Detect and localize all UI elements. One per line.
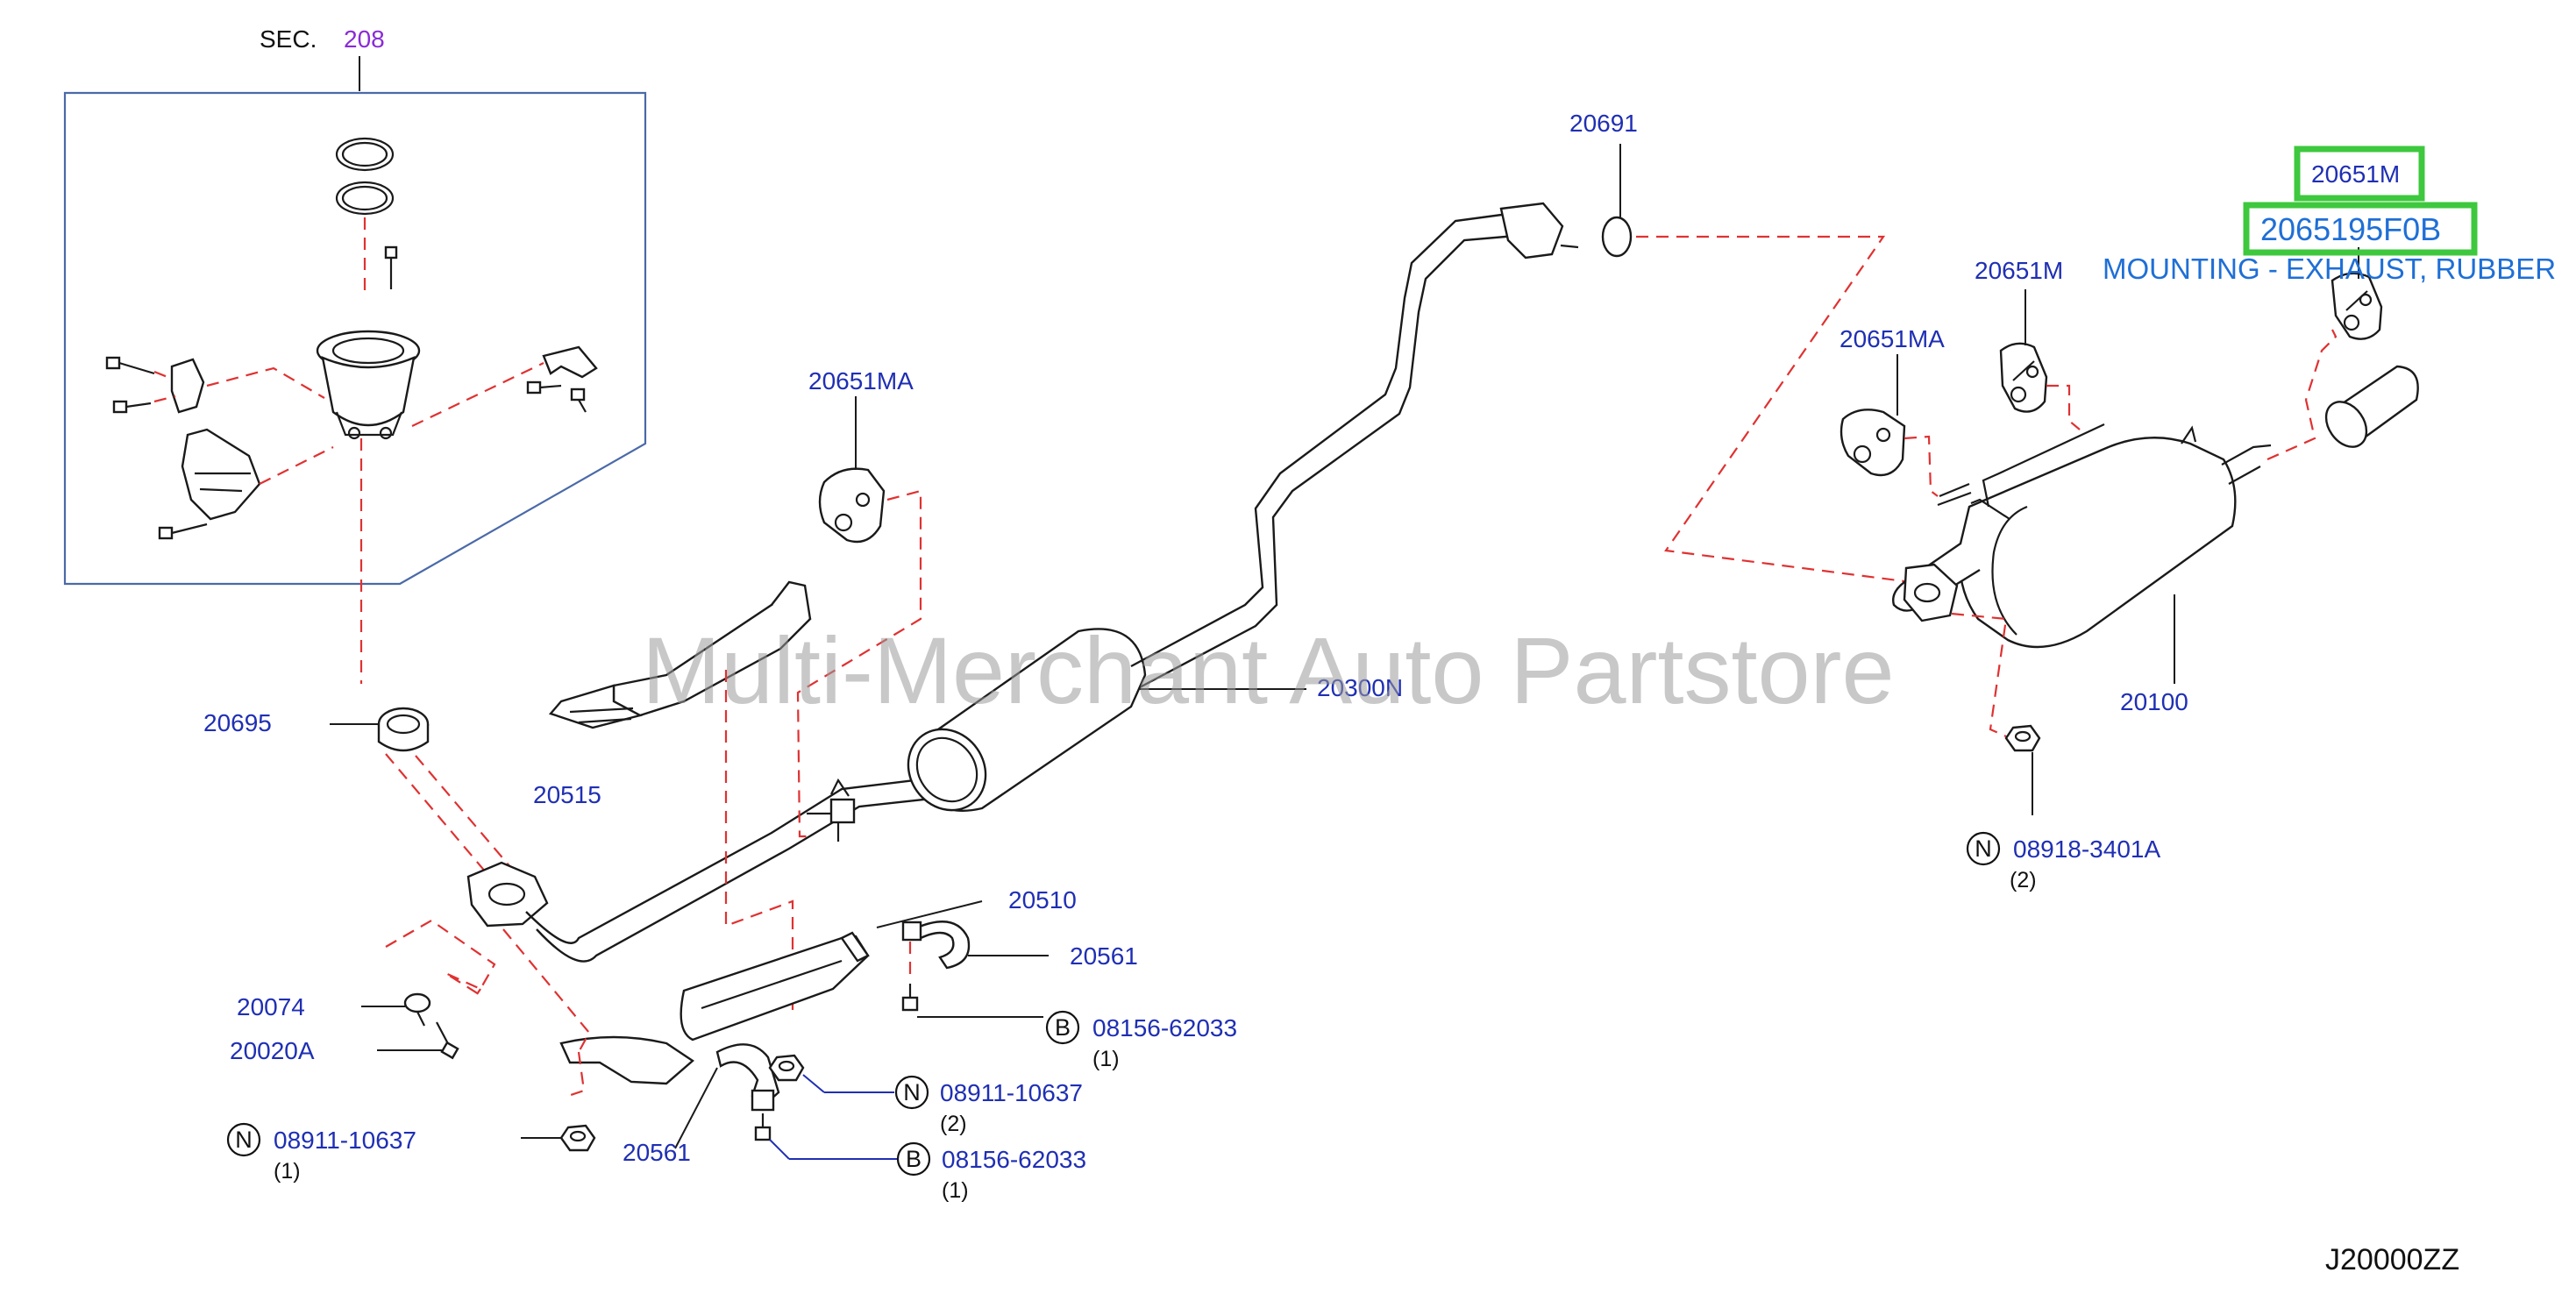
- svg-text:N: N: [1975, 835, 1992, 862]
- label-20651MA-center[interactable]: 20651MA: [808, 367, 914, 395]
- front-heat-shield-20510: [559, 931, 870, 1085]
- label-08911-10637-left[interactable]: 08911-10637: [274, 1127, 416, 1154]
- highlight-full-part-number[interactable]: 2065195F0B: [2260, 211, 2441, 247]
- label-20515[interactable]: 20515: [533, 781, 601, 808]
- diagram-code: J20000ZZ: [2325, 1243, 2459, 1276]
- tailpipe-finisher: [2324, 365, 2419, 448]
- label-20300N[interactable]: 20300N: [1317, 674, 1403, 701]
- label-20651M-left[interactable]: 20651M: [1975, 257, 2063, 284]
- label-20510[interactable]: 20510: [1008, 886, 1077, 914]
- section-number-link[interactable]: 208: [344, 25, 385, 53]
- bracket-right: [542, 345, 598, 379]
- gasket-ring-top: [335, 137, 395, 172]
- hanger-rod-right: [1937, 482, 1972, 507]
- nut-n-left: [559, 1124, 596, 1152]
- rubber-mount-20651M-left: [1999, 342, 2048, 413]
- b-symbol-bottom: [896, 1141, 931, 1177]
- section-prefix: SEC.: [260, 25, 317, 53]
- watermark-text: Multi-Merchant Auto Partstore: [642, 617, 1895, 723]
- label-20074[interactable]: 20074: [237, 993, 305, 1020]
- n-symbol-middle: [894, 1075, 929, 1110]
- label-20561-bottom[interactable]: 20561: [623, 1139, 691, 1166]
- label-20020A[interactable]: 20020A: [230, 1037, 315, 1064]
- qty-08918-3401A: (2): [2010, 868, 2037, 892]
- catalytic-converter: [316, 330, 421, 440]
- qty-08156-62033-bottom: (1): [942, 1178, 969, 1203]
- clamp-20561-bottom: [715, 1043, 780, 1112]
- rubber-mount-20651M-highlighted: [2330, 272, 2383, 340]
- heat-shield-lower: [181, 428, 261, 521]
- label-20100[interactable]: 20100: [2120, 688, 2188, 715]
- bolt-icon-e: [158, 523, 208, 540]
- section-208-frame: [63, 91, 647, 586]
- label-08156-62033-top[interactable]: 08156-62033: [1092, 1014, 1237, 1042]
- rubber-mount-20651MA-right: [1839, 409, 1906, 477]
- label-08156-62033-bottom[interactable]: 08156-62033: [942, 1146, 1086, 1173]
- rear-pipe-flange: [1499, 202, 1579, 259]
- n-symbol-left: [226, 1122, 261, 1157]
- bolt-icon-d: [570, 387, 587, 413]
- rubber-mount-center: [818, 467, 886, 544]
- bolt-b-bottom: [754, 1113, 772, 1141]
- clamp-20561-top: [901, 921, 971, 970]
- heat-shield-20515: [548, 580, 812, 729]
- highlight-part-number[interactable]: 20651M: [2311, 160, 2400, 188]
- qty-08156-62033-top: (1): [1092, 1047, 1120, 1071]
- part-20695-ring: [377, 707, 430, 752]
- gasket-ring-bottom: [335, 181, 395, 216]
- bolt-icon-b: [112, 400, 152, 414]
- bolt-b-top: [901, 984, 919, 1012]
- qty-08911-10637-middle: (2): [940, 1112, 967, 1136]
- front-flange: [466, 861, 549, 928]
- n-symbol-right: [1966, 831, 2001, 866]
- muffler-flange: [1903, 563, 1959, 622]
- bolt-icon-c: [526, 380, 562, 395]
- section-208-group: SEC. 208: [63, 25, 647, 684]
- label-20691[interactable]: 20691: [1569, 110, 1638, 137]
- label-20561-top[interactable]: 20561: [1070, 942, 1138, 970]
- bracket-left: [170, 358, 205, 414]
- bolt-stud-icon: [384, 245, 398, 289]
- label-20651MA-right[interactable]: 20651MA: [1839, 325, 1945, 352]
- b-symbol-top: [1045, 1010, 1080, 1045]
- bolt-icon-a: [105, 356, 155, 375]
- part-20691-gasket: [1601, 216, 1633, 258]
- svg-text:N: N: [235, 1127, 253, 1153]
- pipe-hanger-rod: [807, 778, 856, 842]
- svg-text:B: B: [906, 1146, 922, 1172]
- highlight-box-part-number: [2294, 146, 2425, 202]
- label-08911-10637-middle[interactable]: 08911-10637: [940, 1079, 1083, 1106]
- nut-n-middle: [768, 1054, 805, 1082]
- svg-text:N: N: [903, 1079, 921, 1105]
- highlight-box-full-number: [2243, 202, 2478, 256]
- center-resonator-20300N: [907, 628, 1147, 812]
- label-20695[interactable]: 20695: [203, 709, 272, 736]
- nut-n-right: [2004, 724, 2041, 752]
- part-20020A-stud: [436, 1021, 459, 1060]
- part-20074-nut: [403, 992, 431, 1027]
- highlight-description: MOUNTING - EXHAUST, RUBBER: [2103, 252, 2556, 285]
- qty-08911-10637-left: (1): [274, 1159, 301, 1184]
- svg-text:B: B: [1055, 1014, 1071, 1041]
- label-08918-3401A[interactable]: 08918-3401A: [2013, 835, 2160, 863]
